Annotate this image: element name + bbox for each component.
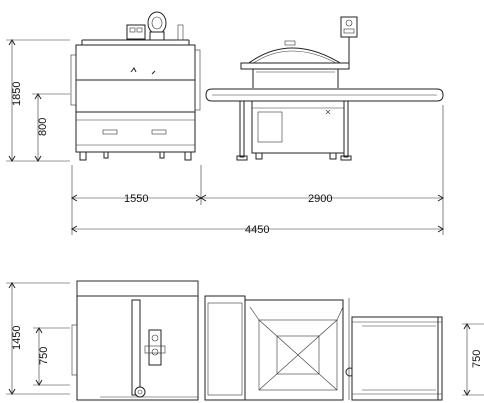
total-width-label: 4450 [245,224,269,236]
width-right-label: 2900 [308,193,332,205]
top-left-dimensions [6,282,70,395]
overall-height-label: 1850 [11,82,23,106]
front-vertical-dimensions [6,39,70,162]
top-view: 1450 750 750 [6,280,484,401]
top-fan-unit [126,11,184,41]
top-conveyor [351,316,443,401]
front-view: 1850 800 1550 2900 4450 [6,11,444,236]
right-sealing-unit [205,16,444,161]
front-horizontal-dimensions [71,105,444,235]
top-right-dimensions [462,323,484,396]
width-left-label: 1550 [124,193,148,205]
top-sealing-area [204,295,355,401]
top-left-body [71,280,199,401]
conveyor-depth-label: 750 [471,350,483,368]
table-height-label: 800 [37,118,49,136]
left-cabinet [70,11,201,161]
control-panel [340,16,358,66]
inner-depth-label: 750 [38,347,50,365]
overall-depth-label: 1450 [11,326,23,350]
